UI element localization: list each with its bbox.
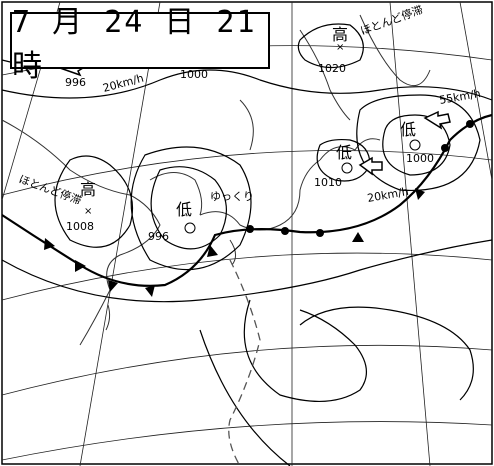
- low-east-value: 1000: [406, 152, 434, 165]
- low-japan-sea-value: 1010: [314, 176, 342, 189]
- warm-front-marks: [246, 120, 474, 237]
- low-japan-sea-label: 低: [336, 143, 352, 162]
- pressure-markers: 高 × 1020 高 × 1008 低 996 ゆっくり 低 1010 低 10…: [66, 25, 434, 243]
- stationary-front: [1, 113, 493, 297]
- isobar-label-996: 996: [65, 76, 86, 89]
- low-typhoon-motion: ゆっくり: [210, 190, 254, 203]
- low-typhoon-label: 低: [176, 200, 192, 219]
- high-north-center-mark: ×: [336, 42, 344, 53]
- high-north-value: 1020: [318, 62, 346, 75]
- map-title: 7 月 24 日 21 時: [10, 5, 270, 84]
- high-west-value: 1008: [66, 220, 94, 233]
- motion-arrow-east: [423, 110, 451, 130]
- low-east-center-mark: [409, 139, 421, 151]
- trough-line: [228, 259, 261, 466]
- low-east-label: 低: [400, 120, 416, 139]
- low-japan-sea-center-mark: [341, 162, 353, 174]
- coastlines: [1, 14, 431, 346]
- isobars: [1, 19, 493, 466]
- high-west-label: 高: [80, 180, 96, 199]
- high-west-center-mark: ×: [84, 206, 92, 217]
- low-typhoon-center-mark: [184, 222, 196, 234]
- motion-arrow-center: [358, 156, 383, 176]
- low-typhoon-value: 996: [148, 230, 169, 243]
- high-north-label: 高: [332, 25, 348, 44]
- cold-front-marks: [44, 188, 425, 297]
- isobar-label-1000: 1000: [180, 68, 208, 81]
